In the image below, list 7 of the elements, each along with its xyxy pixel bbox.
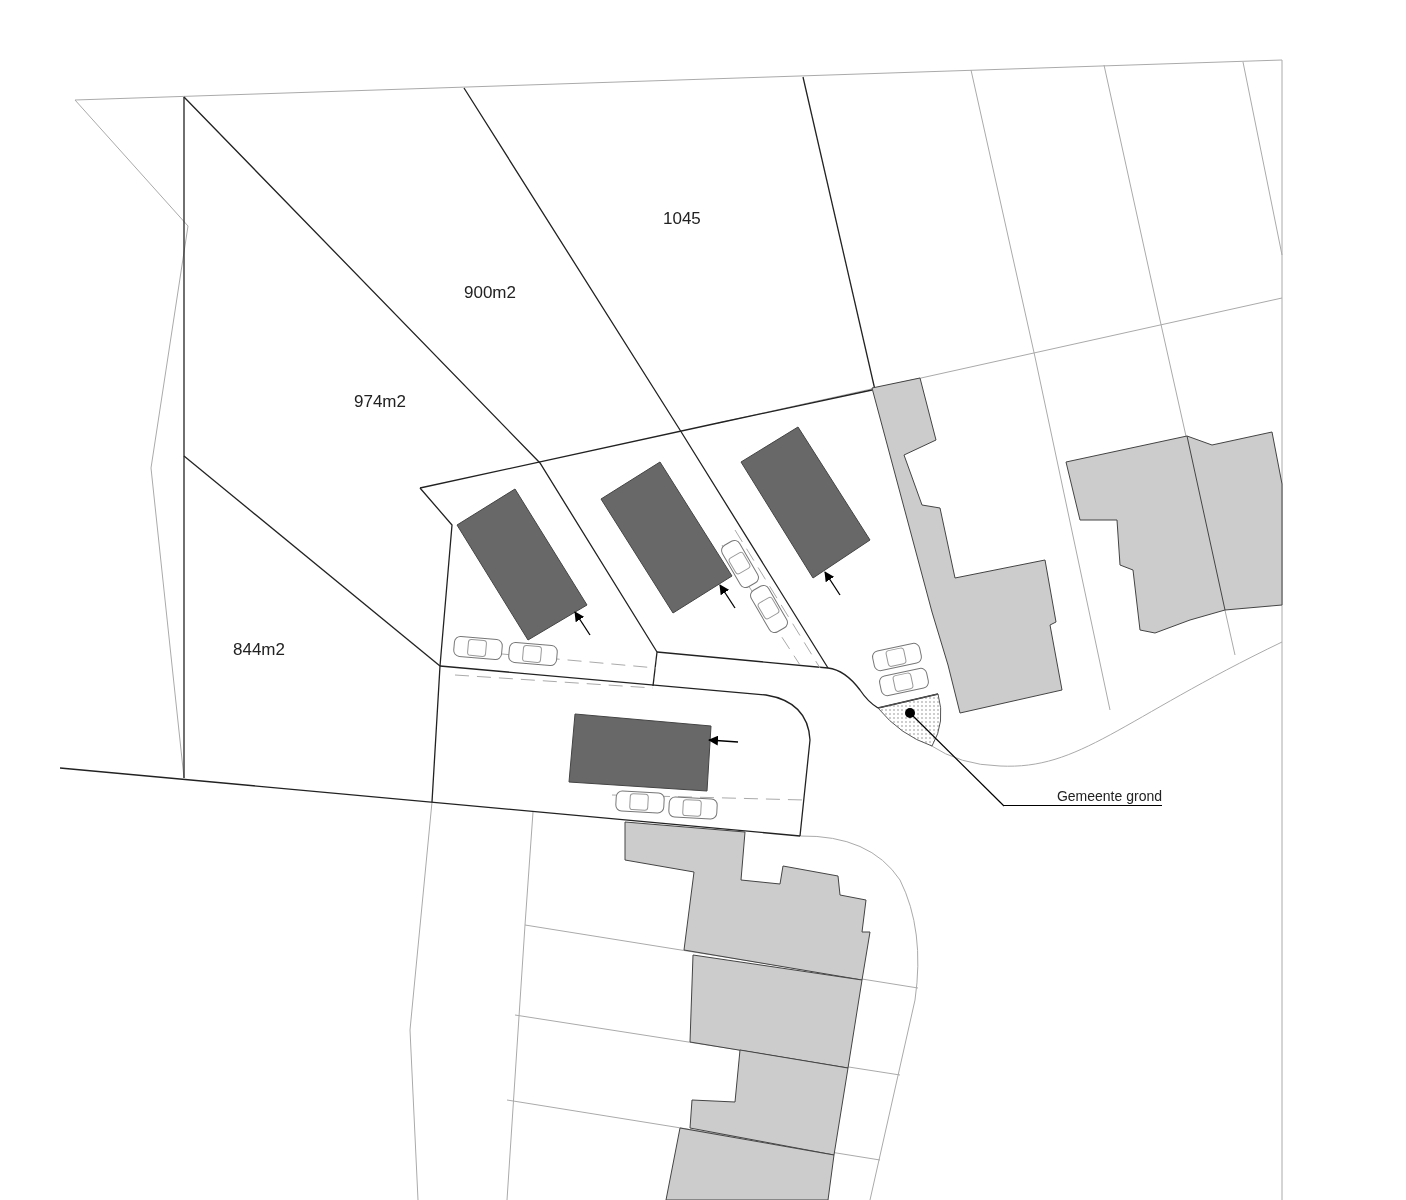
plot-area-label: 974m2 (354, 392, 406, 412)
hatched-area (877, 693, 942, 747)
plot-area-label: 1045 (663, 209, 701, 229)
callout-label: Gemeente grond (1004, 788, 1162, 806)
leader-line (905, 708, 1005, 807)
plot-area-label: 900m2 (464, 283, 516, 303)
plot-area-label: 844m2 (233, 640, 285, 660)
